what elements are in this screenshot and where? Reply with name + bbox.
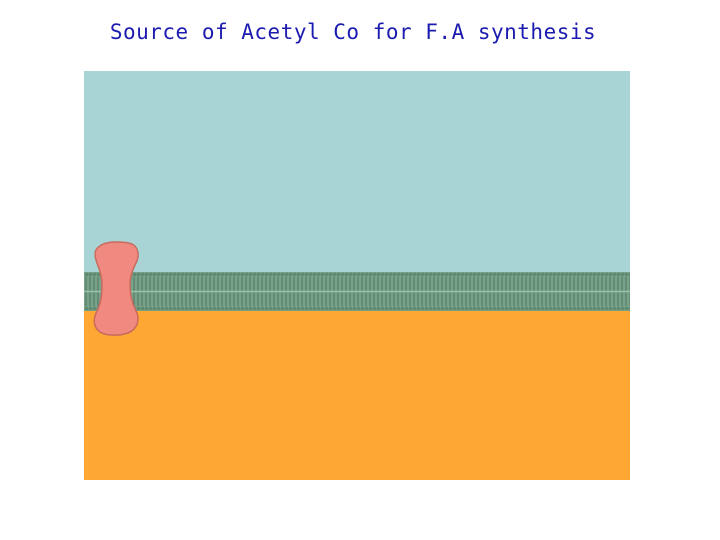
membrane-diagram bbox=[84, 71, 630, 480]
lipid-bilayer-membrane-icon bbox=[84, 272, 630, 311]
membrane-diagram-svg bbox=[84, 71, 630, 480]
slide-title: Source of Acetyl Co for F.A synthesis bbox=[109, 20, 597, 44]
extracellular-space bbox=[84, 71, 630, 274]
cytoplasm-space bbox=[84, 309, 630, 480]
membrane-transporter-protein-icon bbox=[93, 241, 139, 336]
